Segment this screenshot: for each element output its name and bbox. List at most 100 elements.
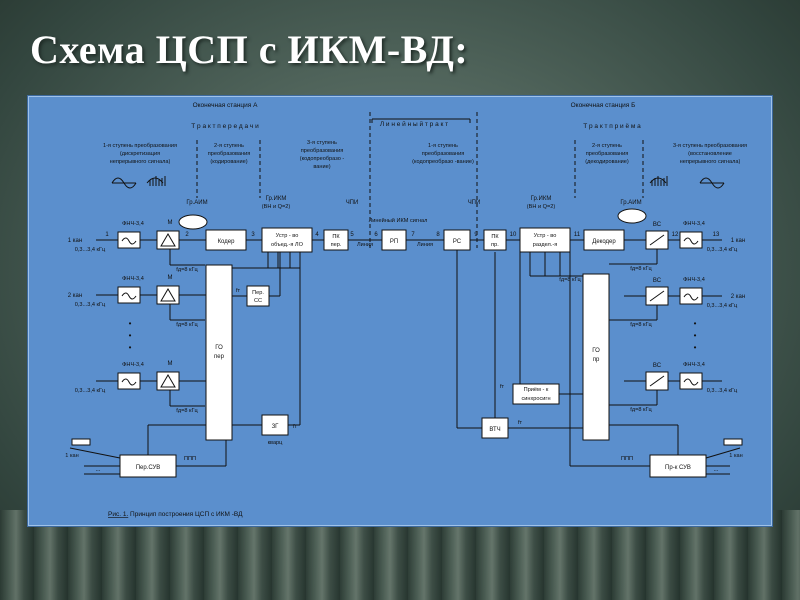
- pk-rx-label-2: пр.: [491, 242, 499, 248]
- fs-label-c: fт: [500, 384, 505, 390]
- stage-b3-caption: непрерывного сигнала): [680, 159, 741, 165]
- go-per-label-2: пер: [214, 354, 225, 360]
- connector-line: [69, 447, 121, 459]
- demux-label-2: раздел.-я: [533, 242, 558, 248]
- gr-ikm-b-sub-label: (ВН и Q=2): [527, 204, 556, 210]
- point-4-label: 4: [315, 232, 319, 238]
- stage-b1-caption: (кодопреобразо -вание): [412, 159, 474, 165]
- sampling-rate-b2-label: fд=8 кГц: [630, 266, 652, 272]
- per-suv-label: Пер.СУВ: [136, 465, 161, 471]
- go-transmit-block: [205, 264, 233, 441]
- rp-label: РП: [390, 239, 398, 245]
- stage-a1-caption: 1-я ступень преобразования: [103, 143, 177, 149]
- chpi-b-label: ЧПИ: [468, 200, 481, 206]
- point-8-label: 8: [436, 232, 440, 238]
- signaling-b-ellipsis: ...: [713, 467, 718, 473]
- go-receive-block: [582, 273, 610, 441]
- connector-line: [705, 447, 741, 459]
- switch-b-label: ВС: [653, 222, 662, 228]
- stage-a3-caption: вание): [313, 164, 330, 170]
- vtch-label: ВТЧ: [489, 427, 500, 433]
- lowpass-icon: [683, 378, 699, 386]
- demux-label-1: Устр - во: [534, 233, 557, 239]
- lowpass-icon: [683, 237, 699, 245]
- channel-a-band: 0,3...3,4 кГц: [75, 388, 106, 394]
- priem-label-1: Приём - к: [524, 387, 549, 393]
- sampling-rate-a-label: fд=8 кГц: [176, 322, 198, 328]
- channel-b-label: 1 кан: [731, 238, 745, 244]
- stage-b3-caption: 3-я ступень преобразования: [673, 143, 747, 149]
- priem-label-2: синхросигн: [521, 396, 550, 402]
- channel-b-label: 2 кан: [731, 294, 745, 300]
- sampling-rate-a-label: fд=8 кГц: [176, 408, 198, 414]
- switch-contact-icon: [649, 290, 665, 302]
- pr-suv-label: Пр-к СУВ: [665, 465, 691, 471]
- fnch-a-label: ФНЧ-3,4: [122, 362, 144, 368]
- channel-a-band: 0,3...3,4 кГц: [75, 247, 106, 253]
- dot-b3: •: [694, 343, 697, 352]
- pk-rx-label-1: ПК: [491, 234, 499, 240]
- channel-b-band: 0,3...3,4 кГц: [707, 388, 738, 394]
- fnch-a-label: ФНЧ-3,4: [122, 221, 144, 227]
- sampled-wave-icon: [649, 177, 667, 184]
- handset-a-icon: [71, 438, 91, 446]
- gr-ikm-a-label: Гр.ИКМ: [266, 196, 287, 202]
- caption-text: Принцип построения ЦСП с ИКМ -ВД: [128, 511, 243, 518]
- go-per-label-1: ГО: [215, 345, 223, 351]
- point-3-label: 3: [251, 232, 255, 238]
- stage-b2-caption: (декодирование): [585, 159, 629, 165]
- diagram-panel: [28, 96, 772, 526]
- dot-a2: •: [129, 331, 132, 340]
- signaling-channel-b-label: 1 кан: [729, 453, 742, 459]
- sampled-wave-icon: [146, 177, 164, 184]
- caption-prefix: Рис. 1.: [108, 511, 128, 518]
- figure-caption: Рис. 1. Принцип построения ЦСП с ИКМ -ВД: [108, 511, 243, 518]
- channel-a-label: 2 кан: [68, 293, 82, 299]
- decoder-label: Декодер: [592, 239, 616, 245]
- fs-label-d: fт: [518, 420, 523, 426]
- stage-a3-caption: преобразования: [301, 148, 344, 154]
- fs-label-b: fт: [293, 424, 298, 430]
- gr-aim-bus-b: [617, 208, 647, 224]
- rs-label: РС: [453, 239, 462, 245]
- lowpass-icon: [121, 378, 137, 386]
- slide-title: Схема ЦСП с ИКМ-ВД:: [30, 27, 469, 72]
- point-6-label: 6: [374, 232, 378, 238]
- stage-a1-caption: непрерывного сигнала): [110, 159, 171, 165]
- zg-sub-label: кварц: [268, 440, 284, 446]
- point-2-label: 2: [185, 232, 189, 238]
- modulator-icon: [160, 374, 176, 388]
- demux-block: [519, 227, 571, 253]
- point-12-label: 12: [672, 232, 679, 238]
- modulator-a-label: М: [168, 361, 173, 367]
- point-11-label: 11: [574, 232, 581, 238]
- point-13-label: 13: [713, 232, 720, 238]
- point-5-label: 5: [350, 232, 354, 238]
- modulator-icon: [160, 288, 176, 302]
- fnch-b-label: ФНЧ-3,4: [683, 221, 705, 227]
- switch-contact-icon: [649, 375, 665, 387]
- stage-b3-caption: (восстановление: [688, 151, 732, 157]
- point-10-label: 10: [510, 232, 517, 238]
- stage-a2-caption: 2-я ступень: [214, 143, 244, 149]
- go-pr-label-1: ГО: [592, 348, 600, 354]
- stage-b2-caption: преобразования: [586, 151, 629, 157]
- chpi-a-label: ЧПИ: [346, 200, 359, 206]
- modulator-a-label: М: [168, 220, 173, 226]
- fnch-b-label: ФНЧ-3,4: [683, 362, 705, 368]
- fs-label-a: fт: [236, 288, 241, 294]
- per-ss-label-1: Пер.: [252, 290, 264, 296]
- channel-a-label: 1 кан: [68, 238, 82, 244]
- modulator-icon: [160, 233, 176, 247]
- dot-b2: •: [694, 331, 697, 340]
- mux-label-2: объед.-я ЛО: [271, 242, 304, 248]
- gr-ikm-a-sub-label: (ВН и Q=2): [262, 204, 291, 210]
- gr-aim-b-label: Гр.АИМ: [620, 200, 641, 206]
- dot-a1: •: [129, 319, 132, 328]
- line-signal-label: Линейный ИКМ сигнал: [369, 217, 428, 224]
- handset-b-icon: [723, 438, 743, 446]
- line-label-2: Линия: [417, 242, 433, 248]
- pk-tx-label-2: пер.: [331, 242, 342, 248]
- tract-transmit-label: Т р а к т п е р е д а ч и: [191, 123, 259, 130]
